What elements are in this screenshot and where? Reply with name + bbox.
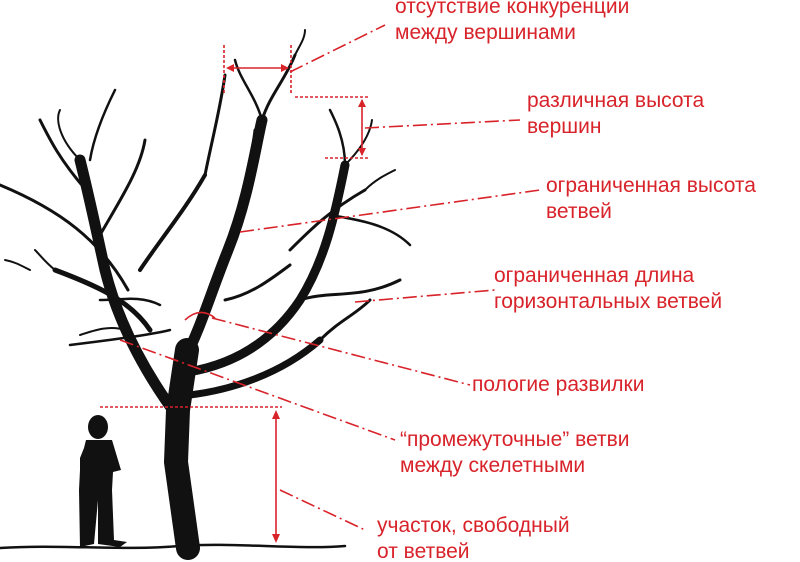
annotation-lines [100, 24, 541, 543]
tree-silhouette [0, 29, 412, 560]
label-clear-trunk-section: участок, свободный от ветвей [377, 514, 570, 562]
label-limited-horizontal-length: ограниченная длина горизонтальных ветвей [494, 264, 723, 313]
label-different-top-height: различная высота вершин [527, 89, 705, 138]
label-no-top-competition: отсутствие конкуренции между вершинами [395, 0, 630, 44]
person-silhouette [79, 415, 127, 547]
label-limited-branch-height: ограниченная высота ветвей [546, 174, 756, 223]
ground-line [0, 543, 347, 550]
label-intermediate-branches: “промежуточные” ветви между скелетными [400, 428, 630, 477]
label-gentle-forks: пологие развилки [472, 373, 645, 396]
